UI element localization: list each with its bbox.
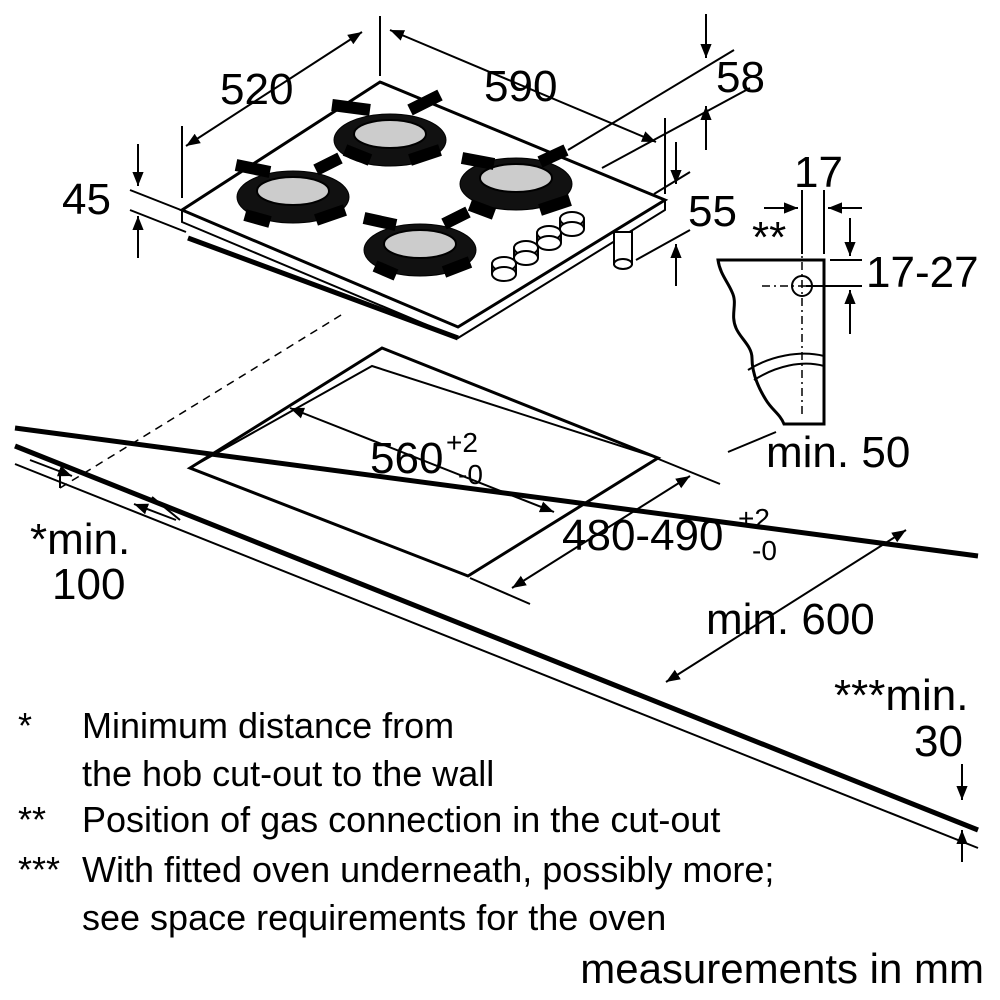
gas-pipe: [613, 231, 633, 270]
note-1-line-2: the hob cut-out to the wall: [82, 753, 495, 794]
dim-cutout-depth-tol-plus: +2: [738, 503, 770, 534]
note-3-line-1: With fitted oven underneath, possibly mo…: [82, 849, 775, 890]
note-3-line-2: see space requirements for the oven: [82, 897, 667, 938]
dim-hob-height: 45: [62, 175, 111, 224]
dim-hob-depth: 520: [220, 65, 293, 114]
gas-marker: **: [752, 213, 786, 262]
dim-cutout-depth: 480-490: [562, 511, 723, 560]
dim-hob-width: 590: [484, 62, 557, 111]
burner-right: [459, 144, 573, 220]
dimension-lines: [29, 14, 968, 862]
note-1-line-1: Minimum distance from: [82, 705, 455, 746]
dim-gas-range: 17-27: [866, 248, 979, 297]
dim-wall-back: min. 50: [766, 428, 910, 477]
dim-knob-depth: 58: [716, 53, 765, 102]
note-3-mark: ***: [18, 849, 61, 890]
dim-cutout-depth-tol-minus: -0: [752, 535, 777, 566]
dim-gas-offset: 17: [794, 148, 843, 197]
dim-gas-height: 55: [688, 187, 737, 236]
dim-oven-gap-line1: ***min.: [834, 671, 969, 720]
note-2-mark: **: [18, 799, 47, 840]
note-2-line-1: Position of gas connection in the cut-ou…: [82, 799, 721, 840]
dim-cutout-width-tol-minus: -0: [458, 459, 483, 490]
cutout: [186, 346, 662, 578]
dim-wall-side-line1: *min.: [30, 515, 130, 564]
gas-connection-detail: [716, 190, 862, 426]
control-knobs: [491, 211, 585, 282]
units-footer: measurements in mm: [580, 945, 984, 992]
dim-counter-depth: min. 600: [706, 595, 875, 644]
dim-oven-gap-line2: 30: [914, 717, 963, 766]
dim-cutout-width: 560: [370, 434, 443, 483]
note-1-mark: *: [18, 705, 33, 746]
burner-front: [362, 206, 477, 281]
dim-wall-side-line2: 100: [52, 560, 125, 609]
burner-left: [234, 152, 350, 228]
dim-cutout-width-tol-plus: +2: [446, 427, 478, 458]
